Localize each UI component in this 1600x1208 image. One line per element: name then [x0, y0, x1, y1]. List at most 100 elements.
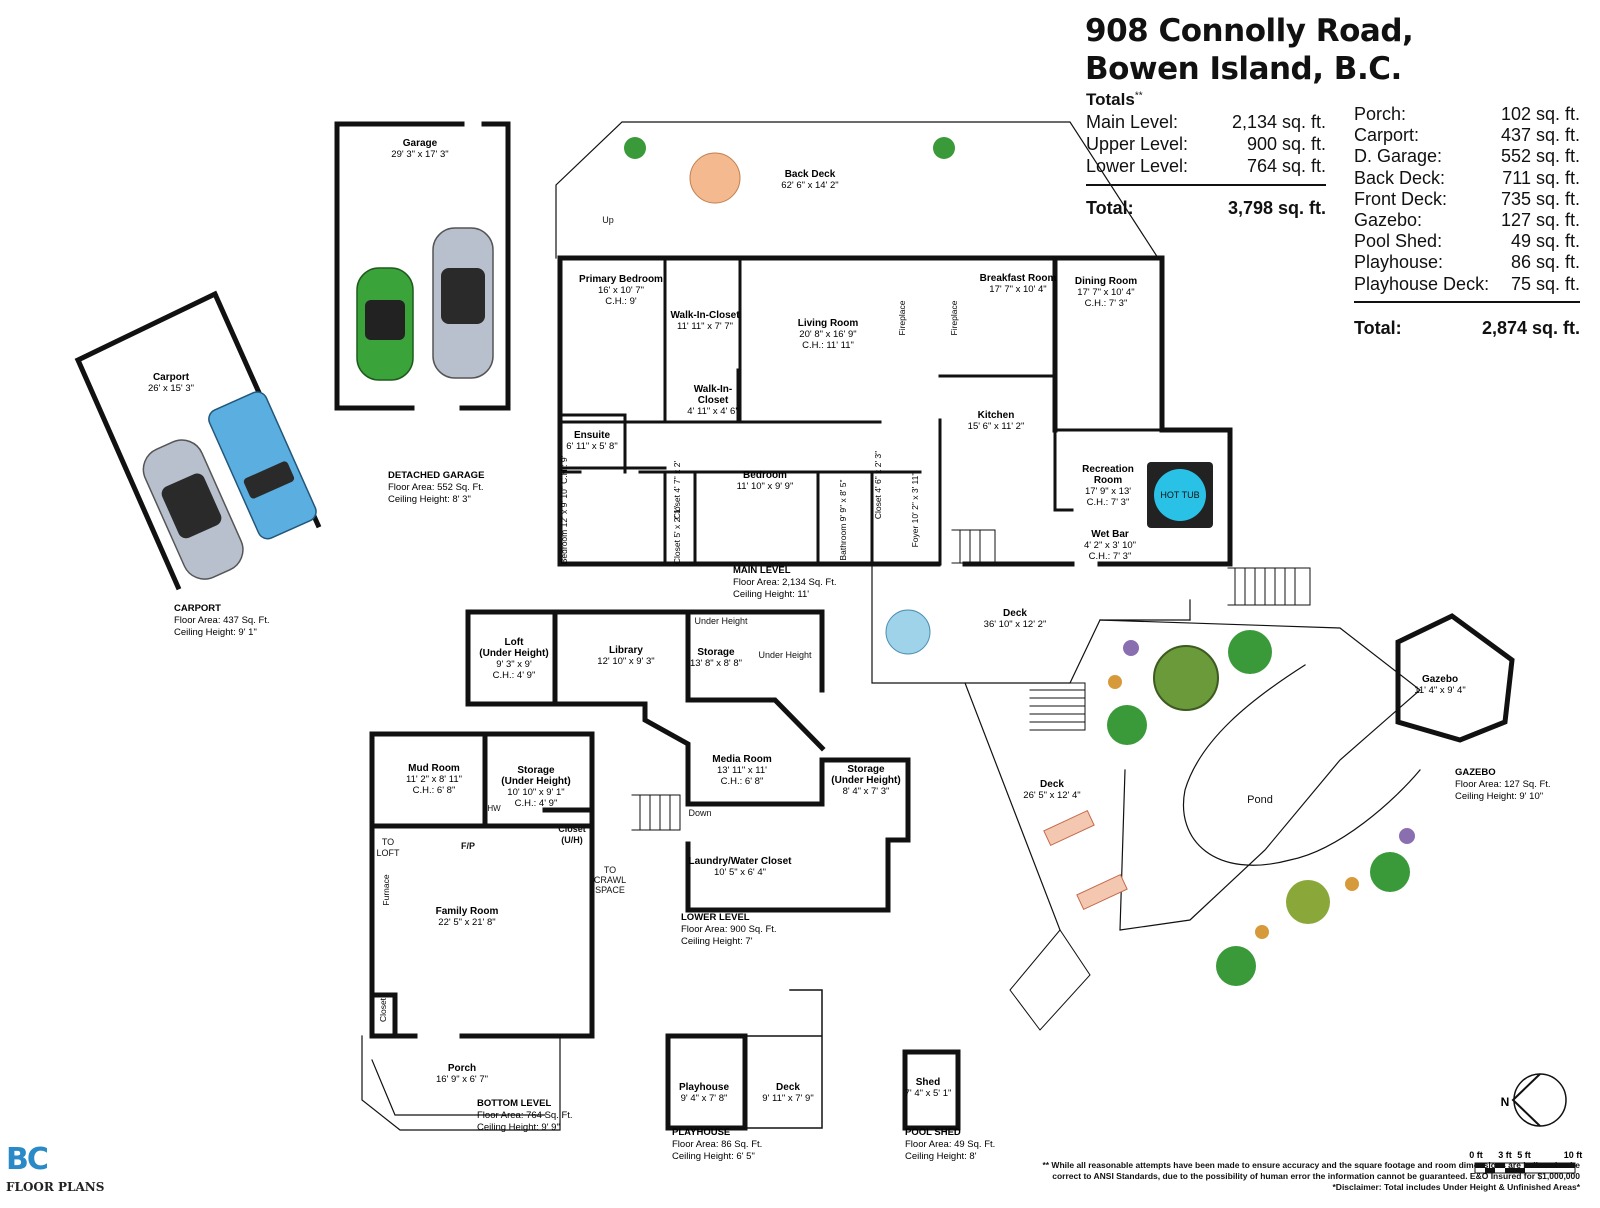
room-name: Storage: [847, 764, 885, 775]
level-ceiling: Ceiling Height: 9' 10": [1455, 791, 1543, 802]
room-dimensions: 17' 9" x 13': [1085, 486, 1131, 497]
room-name: (Under Height): [479, 648, 548, 659]
room-dimensions: 36' 10" x 12' 2": [984, 619, 1047, 630]
disclaimer-line-1: ** While all reasonable attempts have be…: [1042, 1160, 1580, 1170]
extras-row-value: 127 sq. ft.: [1500, 210, 1580, 230]
room-dimensions: 26' 5" x 12' 4": [1023, 790, 1080, 801]
extras-row-label: Pool Shed:: [1354, 231, 1443, 252]
level-title: PLAYHOUSE: [672, 1127, 730, 1138]
level-area: Floor Area: 127 Sq. Ft.: [1455, 779, 1551, 790]
small-label: Down: [688, 808, 711, 818]
room-dimensions: 11' 10" x 9' 9": [737, 481, 794, 492]
extras-row-value: 437 sq. ft.: [1500, 125, 1580, 146]
extras-row-label: D. Garage:: [1354, 146, 1443, 167]
totals-main-value: 2,134 sq. ft.: [1231, 112, 1326, 132]
compass-icon: [1511, 1073, 1567, 1127]
extras-row-label: Carport:: [1354, 125, 1420, 146]
tree-icon: [1153, 645, 1219, 711]
room-dimensions: 17' 7" x 10' 4": [1077, 287, 1134, 298]
extras-divider: [1354, 301, 1580, 303]
garage-walls: [334, 121, 511, 411]
main-interior-walls: [558, 256, 1232, 566]
room-dimensions: 22' 5" x 21' 8": [438, 917, 495, 928]
scale-tick-label: 5 ft: [1517, 1150, 1531, 1160]
pond-outline: [1099, 599, 1421, 931]
room-label-vertical: Fireplace: [897, 300, 907, 335]
room-dimensions: 17' 7" x 10' 4": [989, 284, 1046, 295]
car-silver-carport-icon: [142, 439, 244, 580]
main-level-walls: [557, 255, 1233, 567]
extras-row-label: Gazebo:: [1354, 210, 1423, 230]
totals-heading: Totals**: [1086, 90, 1143, 110]
small-label: F/P: [461, 841, 475, 851]
room-ceiling-height: C.H.: 7' 3": [1087, 497, 1130, 508]
room-name: Primary Bedroom: [579, 274, 663, 285]
room-label-vertical: Closet: [378, 997, 388, 1022]
level-area: Floor Area: 900 Sq. Ft.: [681, 924, 777, 935]
room-name: Media Room: [712, 754, 772, 765]
room-name: Gazebo: [1422, 674, 1458, 685]
scale-tick-label: 10 ft: [1564, 1150, 1583, 1160]
room-name: Laundry/Water Closet: [689, 856, 793, 867]
small-label: Closet: [558, 824, 586, 834]
stairs: [631, 529, 1311, 1031]
disclaimer-line-2: correct to ANSI Standards, due to the po…: [1052, 1171, 1580, 1181]
room-dimensions: 11' 2" x 8' 11": [406, 774, 462, 785]
extras-total-value: 2,874 sq. ft.: [1481, 318, 1580, 338]
address-line-2: Bowen Island, B.C.: [1085, 51, 1402, 87]
room-name: Deck: [1040, 779, 1064, 790]
room-ceiling-height: C.H.: 4' 9": [515, 798, 558, 809]
room-name: Loft: [505, 637, 525, 648]
room-label-vertical: Closet 5' x 2' 1": [672, 506, 682, 564]
extras-row-label: Playhouse:: [1354, 252, 1444, 273]
playhouse-deck-outline: [744, 989, 823, 1129]
level-area: Floor Area: 2,134 Sq. Ft.: [733, 577, 837, 588]
room-ceiling-height: C.H.: 9': [605, 296, 637, 307]
room-label-vertical: Bathroom 9' 9" x 8' 5": [838, 479, 848, 560]
room-dimensions: 62' 6" x 14' 2": [781, 180, 838, 191]
extras-row-label: Playhouse Deck:: [1354, 273, 1490, 294]
room-ceiling-height: C.H.: 7' 3": [1085, 298, 1128, 309]
room-ceiling-height: C.H.: 6' 8": [721, 776, 764, 787]
room-dimensions: 9' 3" x 9': [496, 659, 532, 670]
level-ceiling: Ceiling Height: 11': [733, 589, 809, 600]
small-label: SPACE: [595, 885, 625, 895]
room-name: Library: [609, 645, 643, 656]
room-name: (Under Height): [831, 775, 900, 786]
pond-curve: [1183, 664, 1421, 866]
small-label: (U/H): [561, 835, 583, 845]
totals-lower-value: 764 sq. ft.: [1246, 156, 1326, 176]
scale-tick-label: 3 ft: [1498, 1150, 1512, 1160]
room-name: Walk-In-Closet: [670, 310, 740, 321]
room-dimensions: 8' 4" x 7' 3": [843, 786, 890, 797]
totals-divider: [1086, 184, 1326, 186]
extras-row-value: 49 sq. ft.: [1510, 231, 1580, 252]
room-dimensions: 4' 11" x 4' 6": [687, 406, 738, 417]
flower-icon: [1123, 640, 1139, 656]
small-label: CRAWL: [594, 875, 626, 885]
car-green-icon: [356, 267, 414, 381]
room-ceiling-height: C.H.: 6' 8": [413, 785, 456, 796]
room-label-vertical: Bedroom 12' x 9' 10" C.H.: 9': [559, 455, 569, 564]
level-area: Floor Area: 437 Sq. Ft.: [174, 615, 270, 626]
extras-total-label: Total:: [1354, 318, 1402, 338]
room-dimensions: 13' 11" x 11': [717, 765, 767, 776]
room-dimensions: 7' 4" x 5' 1": [905, 1088, 952, 1099]
extras-row-label: Back Deck:: [1354, 167, 1446, 188]
level-title: BOTTOM LEVEL: [477, 1098, 551, 1109]
extras-row-value: 711 sq. ft.: [1502, 167, 1580, 188]
level-ceiling: Ceiling Height: 7': [681, 936, 753, 947]
level-area: Floor Area: 552 Sq. Ft.: [388, 482, 484, 493]
room-label-vertical: Furnace: [381, 874, 391, 905]
extras-row-value: 102 sq. ft.: [1500, 104, 1580, 124]
totals-mark: **: [1134, 90, 1143, 102]
level-ceiling: Ceiling Height: 9' 1": [174, 627, 257, 638]
small-label: HOT TUB: [1160, 490, 1199, 500]
totals-total-label: Total:: [1086, 198, 1134, 218]
level-title: POOL SHED: [905, 1127, 961, 1138]
small-label: Under Height: [758, 650, 812, 660]
address-line-1: 908 Connolly Road,: [1085, 13, 1414, 49]
plant-icon: [933, 137, 955, 159]
level-title: CARPORT: [174, 603, 221, 614]
room-dimensions: 12' 10" x 9' 3": [597, 656, 654, 667]
